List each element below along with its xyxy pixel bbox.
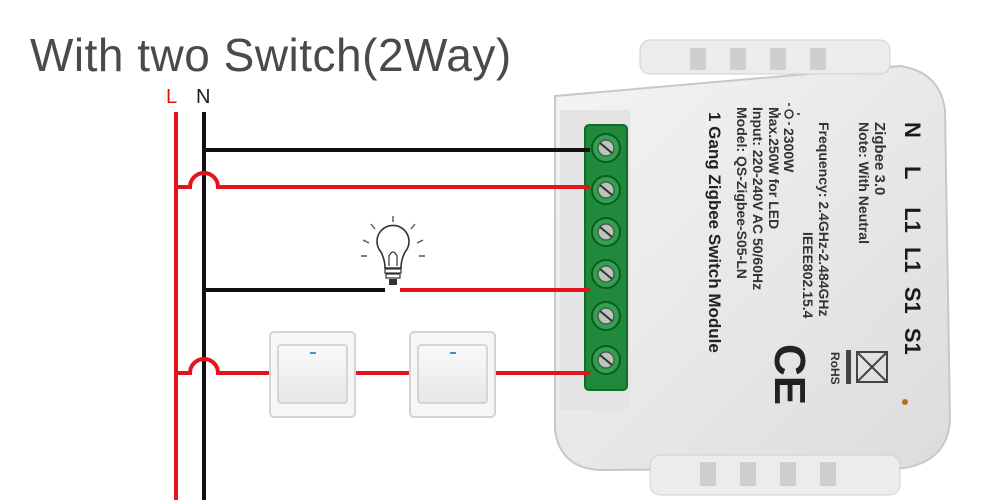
rohs-text: RoHS bbox=[828, 352, 842, 385]
max-text: Max.250W for LED bbox=[766, 107, 782, 229]
frequency-text: Frequency: 2.4GHz-2.484GHz bbox=[816, 122, 832, 317]
sun-icon bbox=[778, 103, 800, 125]
svg-text:CE: CE bbox=[765, 344, 814, 405]
weee-bin-icon bbox=[846, 350, 888, 384]
module-name: 1 Gang Zigbee Switch Module bbox=[705, 112, 724, 353]
page-title: With two Switch(2Way) bbox=[30, 29, 512, 81]
terminal-screw[interactable] bbox=[591, 217, 621, 247]
input-text: Input: 220-240V AC 50/60Hz bbox=[750, 107, 766, 290]
terminal-screw[interactable] bbox=[591, 345, 621, 375]
light-bulb-icon bbox=[361, 216, 425, 285]
terminal-screw[interactable] bbox=[591, 133, 621, 163]
live-label: L bbox=[166, 86, 178, 108]
wall-switch-2[interactable] bbox=[409, 331, 496, 418]
terminal-screw[interactable] bbox=[591, 301, 621, 331]
wall-switch-1[interactable] bbox=[269, 331, 356, 418]
terminal-screw[interactable] bbox=[591, 175, 621, 205]
ce-mark-icon: CE bbox=[765, 344, 814, 405]
zigbee-version: Zigbee 3.0 bbox=[871, 122, 888, 195]
live-to-switch-wire bbox=[176, 357, 275, 375]
switch-indicator bbox=[310, 352, 316, 354]
neutral-note: Note: With Neutral bbox=[856, 122, 872, 244]
max-watt-text: 2300W bbox=[781, 128, 797, 173]
ieee-text: IEEE802.15.4 bbox=[800, 232, 816, 319]
neutral-label: N bbox=[196, 86, 211, 108]
terminal-labels: N L L1 L1 S1 S1 bbox=[900, 122, 925, 355]
terminal-screw[interactable] bbox=[591, 259, 621, 289]
status-led bbox=[902, 399, 908, 405]
module-label: N L L1 L1 S1 S1 Zigbee 3.0 Note: With Ne… bbox=[705, 103, 925, 405]
wires bbox=[174, 112, 590, 500]
switch-indicator bbox=[450, 352, 456, 354]
model-text: Model: QS-Zigbee-S05-LN bbox=[734, 107, 750, 279]
live-to-module-wire bbox=[176, 171, 590, 189]
switch-module bbox=[554, 39, 952, 496]
